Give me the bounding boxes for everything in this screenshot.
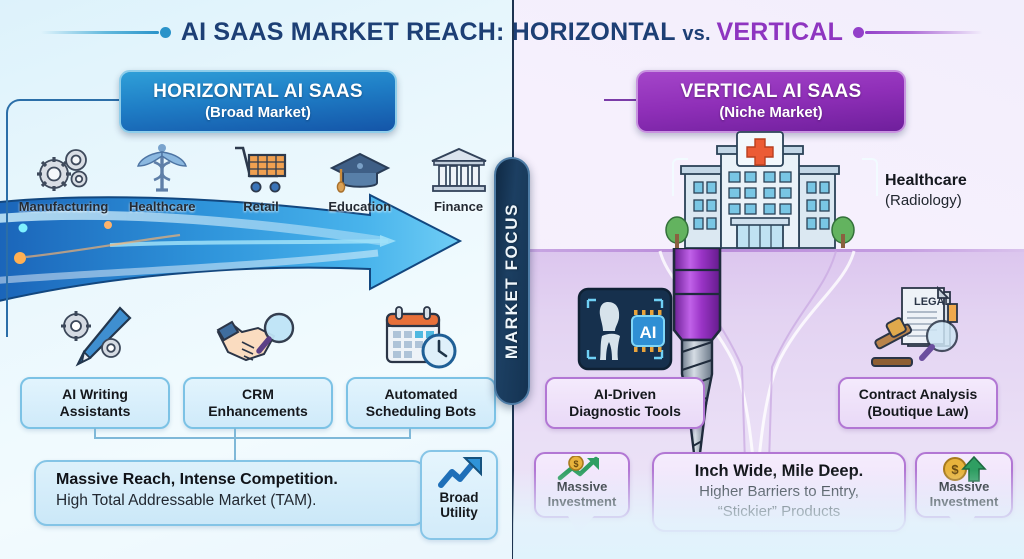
handshake-magnifier-icon [183,300,333,372]
industry-label: Education [328,199,392,214]
horizontal-badge-title: HORIZONTAL AI SAAS [153,81,363,102]
summary-subtext: High Total Addressable Market (TAM). [56,492,317,509]
decoration-line-icon [40,30,159,34]
usecase-scheduling[interactable]: Automated Scheduling Bots [346,300,496,430]
usecase-ai-writing[interactable]: AI Writing Assistants [20,300,170,430]
market-focus-label: MARKET FOCUS [502,202,522,360]
graduation-cap-icon [312,138,407,196]
pen-gear-icon [20,300,170,372]
bracket-right-icon [862,158,878,196]
usecase-ai-diagnostics[interactable]: AI AI-Driven Diagnostic Tools [545,280,705,430]
svg-text:$: $ [951,462,959,477]
usecase-card[interactable]: Contract Analysis (Boutique Law) [838,377,998,430]
usecase-line1: AI-Driven [593,386,657,402]
broad-utility-line2: Utility [440,505,478,521]
market-focus-pill: MARKET FOCUS [494,157,530,405]
title-decoration-left [40,26,171,38]
broad-reach-arrow-icon [0,193,463,302]
usecase-crm[interactable]: CRM Enhancements [183,300,333,430]
industry-finance[interactable]: Finance [411,138,506,214]
svg-text:AI: AI [640,323,657,342]
usecase-line2: Assistants [59,402,131,419]
trend-up-arrow-icon [438,457,482,488]
horizontal-usecase-row: AI Writing Assistants CRM Enhancements [20,300,496,430]
gears-icon [16,138,111,196]
page-title: AI SAAS MARKET REACH: HORIZONTAL vs. VER… [181,18,843,47]
decoration-line-icon [865,30,984,34]
anchor-line2: (Radiology) [885,192,962,209]
usecase-contract-analysis[interactable]: LEGAL Contract Analysis (Boutique Law) [838,280,998,430]
decoration-dot-icon [853,26,865,38]
vertical-badge-title: VERTICAL AI SAAS [680,81,862,102]
title-vs: vs. [682,22,717,45]
title-decoration-right [853,26,984,38]
usecase-line2: (Boutique Law) [867,402,969,419]
bottom-fade-overlay [513,470,1024,559]
industry-manufacturing[interactable]: Manufacturing [16,138,111,214]
decoration-dot-icon [159,26,171,38]
horizontal-section-badge[interactable]: HORIZONTAL AI SAAS (Broad Market) [119,70,397,133]
svg-text:LEGAL: LEGAL [914,296,952,308]
industry-retail[interactable]: Retail [214,138,309,214]
horizontal-badge-subtitle: (Broad Market) [205,104,311,121]
xray-ai-chip-icon: AI [545,280,705,372]
horizontal-connector [6,99,121,337]
usecase-line2: Enhancements [208,402,308,419]
svg-text:$: $ [573,459,578,469]
usecase-line2: Scheduling Bots [365,402,477,419]
vertical-badge-subtitle: (Niche Market) [719,104,823,121]
calendar-clock-icon [346,300,496,372]
industry-label: Manufacturing [18,199,109,214]
industry-education[interactable]: Education [312,138,407,214]
industry-healthcare[interactable]: Healthcare [115,138,210,214]
usecase-line2: Diagnostic Tools [569,402,681,419]
usecase-card[interactable]: Automated Scheduling Bots [346,377,496,430]
shopping-cart-icon [214,138,309,196]
vertical-anchor-label: Healthcare (Radiology) [885,172,1013,209]
title-prefix: AI SAAS MARKET REACH: HORIZONTAL [180,17,683,46]
broad-utility-line1: Broad [439,490,479,505]
horizontal-summary-banner: Massive Reach, Intense Competition. High… [34,460,426,526]
anchor-line1: Healthcare [885,172,967,189]
bank-icon [411,138,506,196]
caduceus-icon [115,138,210,196]
broad-utility-badge[interactable]: Broad Utility [420,450,498,540]
usecase-line1: Contract Analysis [858,386,978,402]
usecase-card[interactable]: CRM Enhancements [183,377,333,430]
usecase-card[interactable]: AI Writing Assistants [20,377,170,430]
industry-label: Healthcare [129,199,196,214]
hospital-icon [665,131,855,249]
bracket-left-icon [672,158,688,196]
summary-headline: Massive Reach, Intense Competition. [56,471,338,488]
vertical-connector [604,99,638,101]
vertical-section-badge[interactable]: VERTICAL AI SAAS (Niche Market) [636,70,906,133]
industry-icon-row: Manufacturing Healthcare [16,138,506,214]
usecase-line1: CRM [242,386,274,402]
industry-label: Finance [433,199,484,214]
left-connector-tree [94,428,411,460]
page-title-bar: AI SAAS MARKET REACH: HORIZONTAL vs. VER… [0,10,1024,54]
usecase-line1: AI Writing [62,386,128,402]
industry-label: Retail [243,199,279,214]
legal-gavel-icon: LEGAL [838,280,998,372]
usecase-card[interactable]: AI-Driven Diagnostic Tools [545,377,705,430]
ground-surface-line [513,249,1024,252]
title-highlight: VERTICAL [716,17,844,46]
usecase-line1: Automated [384,386,458,402]
